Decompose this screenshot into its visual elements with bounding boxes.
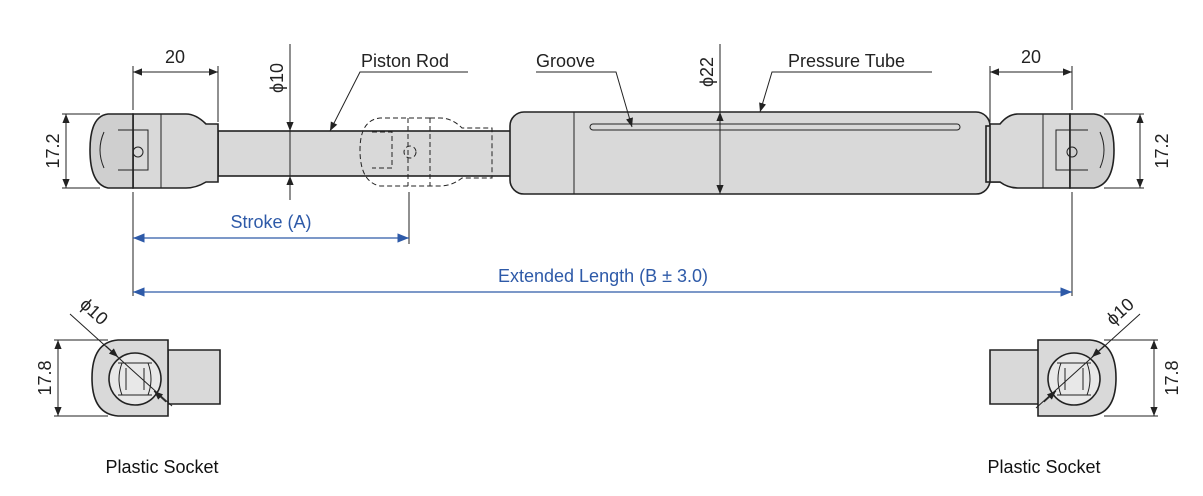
- piston-rod-label: Piston Rod: [361, 51, 449, 71]
- groove-label: Groove: [536, 51, 595, 71]
- tube-diameter: ϕ22: [697, 57, 717, 87]
- pressure-tube-label: Pressure Tube: [788, 51, 905, 71]
- socket-caption-right: Plastic Socket: [987, 457, 1100, 477]
- left-end-fitting: [89, 113, 219, 189]
- stroke-label: Stroke (A): [230, 212, 311, 232]
- end-width-right: 20: [1021, 47, 1041, 67]
- socket-height-right: 17.8: [1162, 360, 1182, 395]
- socket-caption-left: Plastic Socket: [105, 457, 218, 477]
- left-plastic-socket: [91, 339, 221, 417]
- socket-height-left: 17.8: [35, 360, 55, 395]
- socket-ball-right: ϕ10: [1102, 294, 1138, 329]
- rod-diameter: ϕ10: [267, 63, 287, 93]
- right-end-fitting: [989, 113, 1115, 189]
- end-width-left: 20: [165, 47, 185, 67]
- end-height-right: 17.2: [1152, 133, 1172, 168]
- right-plastic-socket: [989, 339, 1117, 417]
- extended-length-label: Extended Length (B ± 3.0): [498, 266, 708, 286]
- end-height-left: 17.2: [43, 133, 63, 168]
- pressure-tube: [509, 111, 991, 195]
- retracted-end-fitting-outline: [359, 117, 493, 187]
- piston-rod: [217, 130, 514, 177]
